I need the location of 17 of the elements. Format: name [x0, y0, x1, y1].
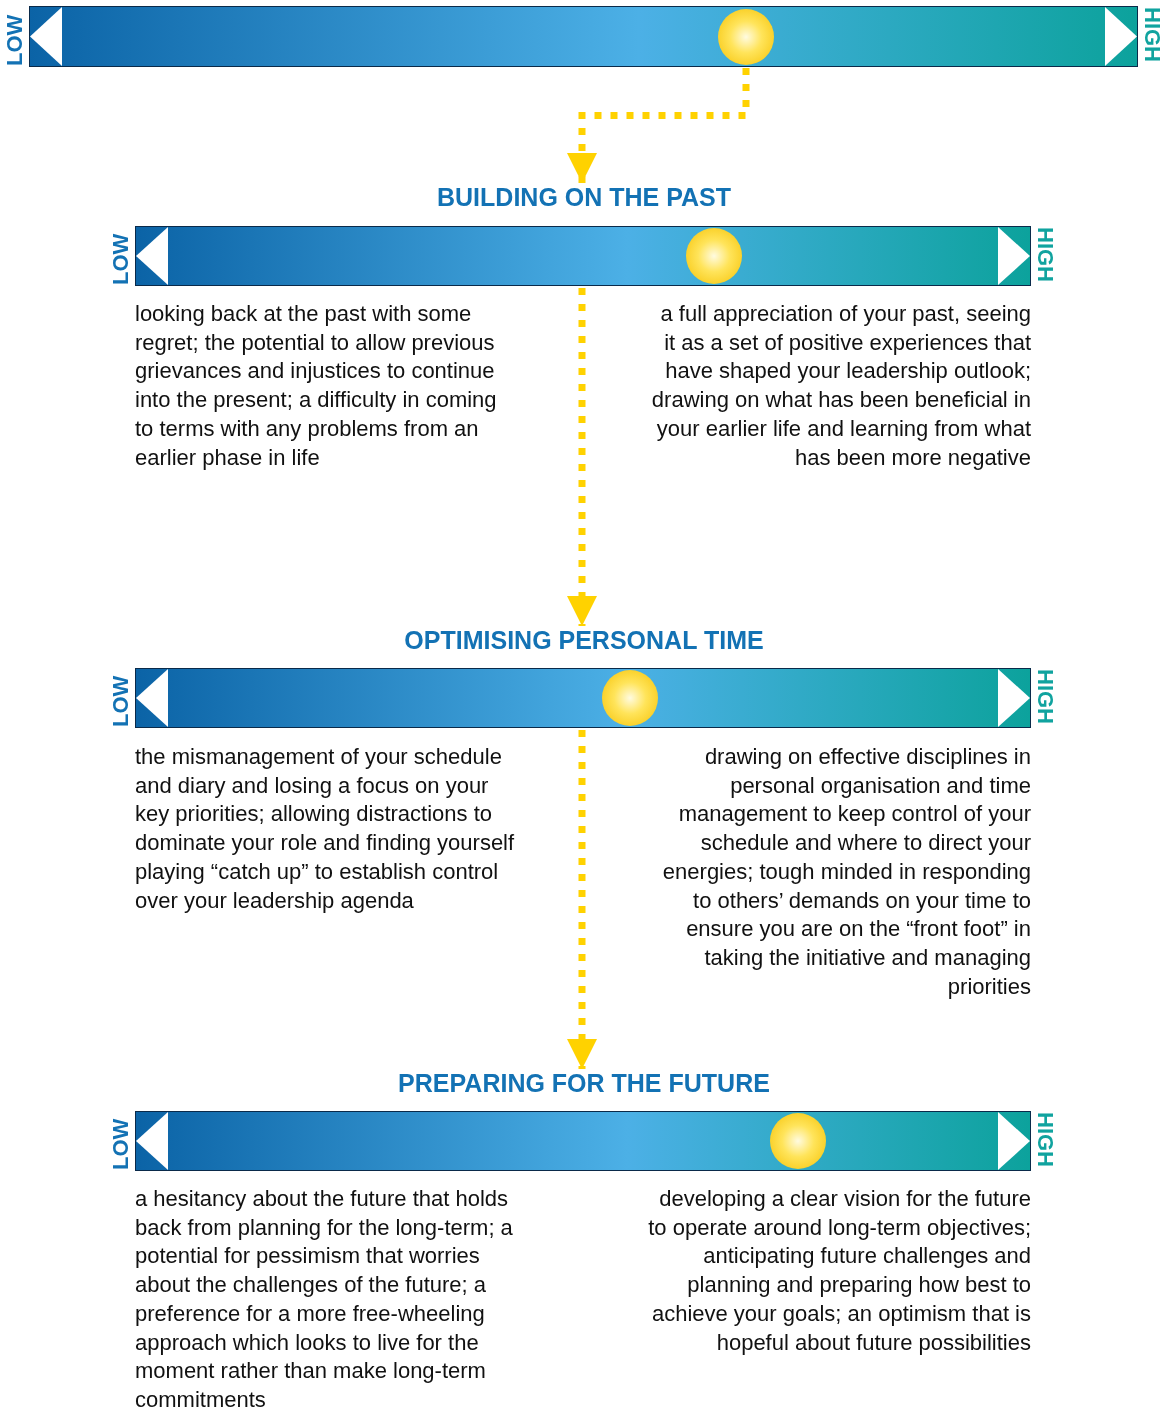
section-heading: BUILDING ON THE PAST — [437, 183, 731, 212]
scale-end-label: LOW — [2, 14, 28, 66]
scale-end-label: LOW — [108, 233, 134, 285]
scale-end-label: LOW — [108, 1118, 134, 1170]
low-description: the mismanagement of your schedule and diary and losing a focus on your key priorities; allowing distractions to dominate your role and finding yourself playing “catch up” to establish control over your leadership agenda — [135, 743, 516, 915]
high-description: developing a clear vision for the future to operate around long-term objectives; anticipating future challenges and planning and preparing how best to achieve your goals; an optimism that is hopeful about future possibilities — [647, 1185, 1031, 1357]
scale-end-label: HIGH — [1032, 227, 1058, 282]
scale-end-label: HIGH — [1139, 7, 1165, 62]
low-description: looking back at the past with some regret; the potential to allow previous grievances and injustices to continue into the present; a difficulty in coming to terms with any problems from an earlier phase in life — [135, 300, 498, 472]
high-description: a full appreciation of your past, seeing it as a set of positive experiences that have shaped your leadership outlook; drawing on what has been beneficial in your earlier life and learning from what has been more negative — [650, 300, 1031, 472]
low-description: a hesitancy about the future that holds back from planning for the long-term; a potential for pessimism that worries about the challenges of the future; a preference for a more free-wheeling approach which looks to live for the moment rather than make long-term commitments — [135, 1185, 514, 1413]
section-heading: OPTIMISING PERSONAL TIME — [404, 626, 764, 655]
scale-end-label: HIGH — [1032, 669, 1058, 724]
section-heading: PREPARING FOR THE FUTURE — [398, 1069, 770, 1098]
high-description: drawing on effective disciplines in personal organisation and time management to keep control of your schedule and where to direct your energies; tough minded in responding to others’ demands on your time to ensure you are on the “front foot” in taking the initiative and managing priorities — [661, 743, 1031, 1001]
scale-end-label: LOW — [108, 675, 134, 727]
scale-end-label: HIGH — [1032, 1112, 1058, 1167]
